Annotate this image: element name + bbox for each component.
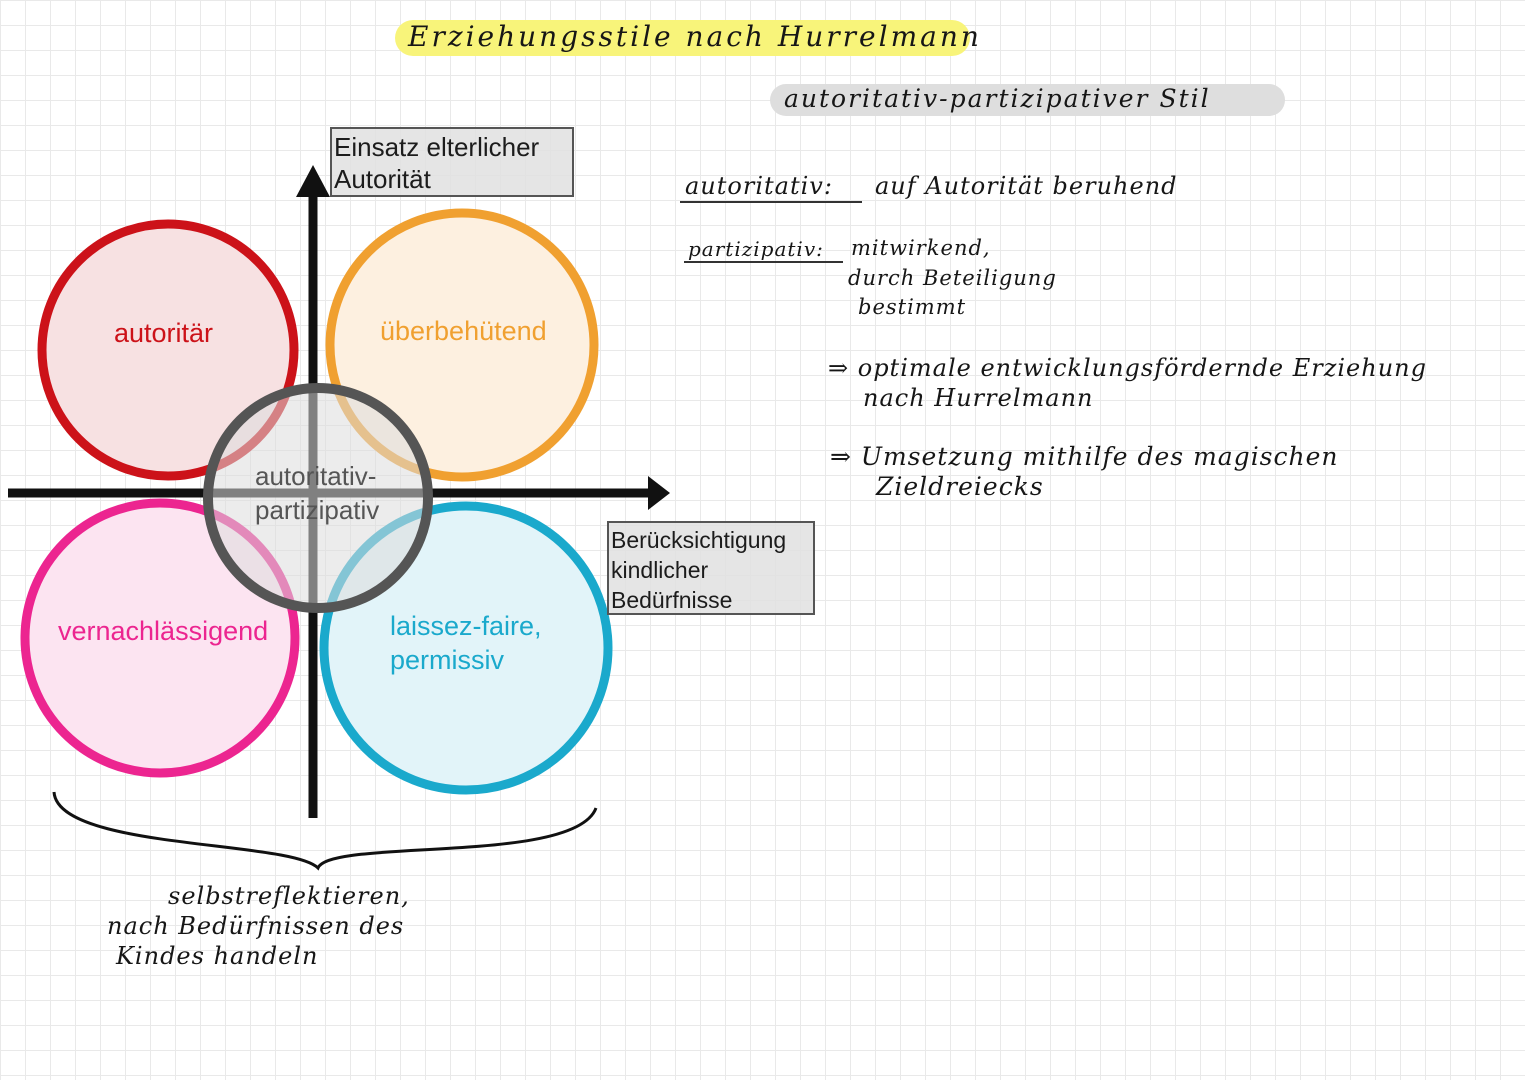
y-axis-label-line: Autorität — [334, 164, 431, 194]
def-partizipativ-term: partizipativ: — [688, 237, 824, 261]
autoritaer-circle — [37, 219, 299, 481]
laissez-label-line2: permissiv — [390, 645, 505, 675]
curly-brace — [52, 791, 598, 871]
def-partizipativ-line: bestimmt — [858, 295, 967, 319]
brace-note-line: Kindes handeln — [116, 942, 319, 970]
vernachlaessigend-circle — [20, 498, 300, 778]
def-autoritativ-text: auf Autorität beruhend — [875, 172, 1178, 200]
y-axis-label-box: Einsatz elterlicher Autorität — [330, 127, 574, 197]
ueberbehuetend-circle — [325, 208, 599, 482]
page-title: Erziehungsstile nach Hurrelmann — [408, 20, 982, 53]
conclusion-line: nach Hurrelmann — [863, 384, 1094, 412]
brace-note-line: nach Bedürfnissen des — [107, 912, 405, 940]
laissez-label-line1: laissez-faire, — [390, 611, 542, 641]
conclusion-line: ⇒ Umsetzung mithilfe des magischen — [830, 442, 1339, 471]
autoritativ-label-line2: partizipativ — [255, 495, 380, 525]
autoritativ-label-line1: autoritativ- — [255, 461, 377, 491]
conclusion-line: ⇒ optimale entwicklungsfördernde Erziehu… — [828, 354, 1427, 382]
x-axis-label-line: kindlicher — [611, 557, 709, 583]
page-subtitle: autoritativ-partizipativer Stil — [784, 84, 1211, 113]
x-axis-label-box: Berücksichtigung kindlicher Bedürfnisse — [607, 521, 815, 615]
conclusion-line: Zieldreiecks — [876, 472, 1044, 501]
def-partizipativ-line: durch Beteiligung — [848, 266, 1057, 290]
x-axis-arrowhead — [648, 476, 670, 510]
y-axis-label-line: Einsatz elterlicher — [334, 132, 540, 162]
x-axis-label-line: Berücksichtigung — [611, 527, 787, 553]
x-axis-label-line: Bedürfnisse — [611, 587, 733, 613]
subtitle-highlight — [770, 84, 1285, 116]
def-autoritativ-term: autoritativ: — [685, 172, 833, 200]
vernachlaessigend-label: vernachlässigend — [58, 616, 269, 646]
y-axis-arrowhead — [296, 165, 330, 197]
title-highlight — [395, 20, 970, 56]
autoritativ-circle — [203, 383, 433, 613]
brace-note-line: selbstreflektieren, — [168, 882, 410, 910]
autoritaer-label: autoritär — [114, 318, 214, 348]
def-partizipativ-line: mitwirkend, — [851, 236, 991, 260]
ueberbehuetend-label: überbehütend — [380, 316, 547, 346]
